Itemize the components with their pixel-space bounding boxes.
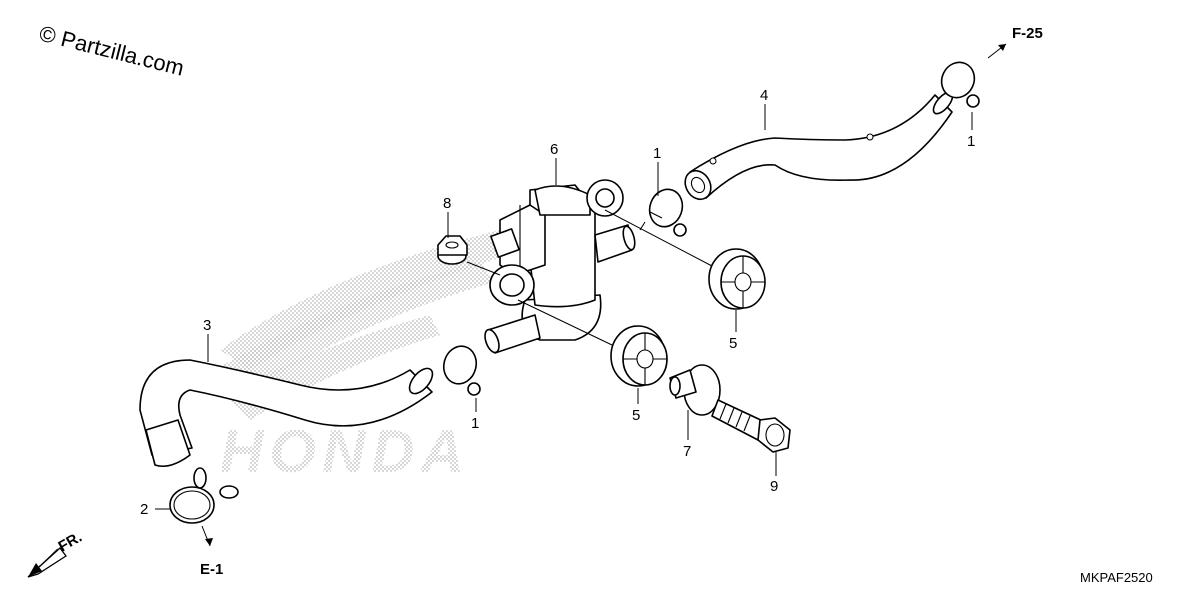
clamp-2: [169, 467, 239, 524]
callout-2: 2: [140, 501, 148, 518]
callout-3: 3: [203, 317, 211, 334]
front-direction-arrow-icon: FR.: [27, 529, 85, 578]
copyright-text: © Partzilla.com: [37, 21, 187, 81]
callout-8: 8: [443, 195, 451, 212]
valve-6: [484, 179, 636, 354]
honda-logo-watermark: HONDA: [215, 225, 540, 485]
ref-bottom-left: E-1: [200, 561, 223, 578]
callout-5-lower: 5: [632, 407, 640, 424]
callout-7: 7: [683, 443, 691, 460]
callout-1-top-right: 1: [967, 133, 975, 150]
collar-7: [669, 364, 721, 416]
clip-1-top-right: [940, 61, 980, 108]
grommet-5-upper: [708, 248, 766, 310]
callout-1-lower: 1: [471, 415, 479, 432]
callout-1-center: 1: [653, 145, 661, 162]
grommet-5-lower: [610, 325, 668, 387]
callout-4: 4: [760, 87, 768, 104]
clip-1-lower: [442, 345, 481, 396]
clip-1-center: [648, 188, 687, 237]
bolt-9: [711, 399, 791, 453]
callout-5-upper: 5: [729, 335, 737, 352]
honda-wordmark: HONDA: [220, 418, 470, 485]
hose-3: [139, 359, 434, 468]
diagram-code: MKPAF2520: [1080, 570, 1153, 585]
ref-top-right: F-25: [1012, 25, 1043, 42]
hose-4: [684, 91, 954, 201]
nut-8: [437, 235, 468, 265]
callout-9: 9: [770, 478, 778, 495]
leader-lines: [155, 43, 1007, 547]
callout-6: 6: [550, 141, 558, 158]
